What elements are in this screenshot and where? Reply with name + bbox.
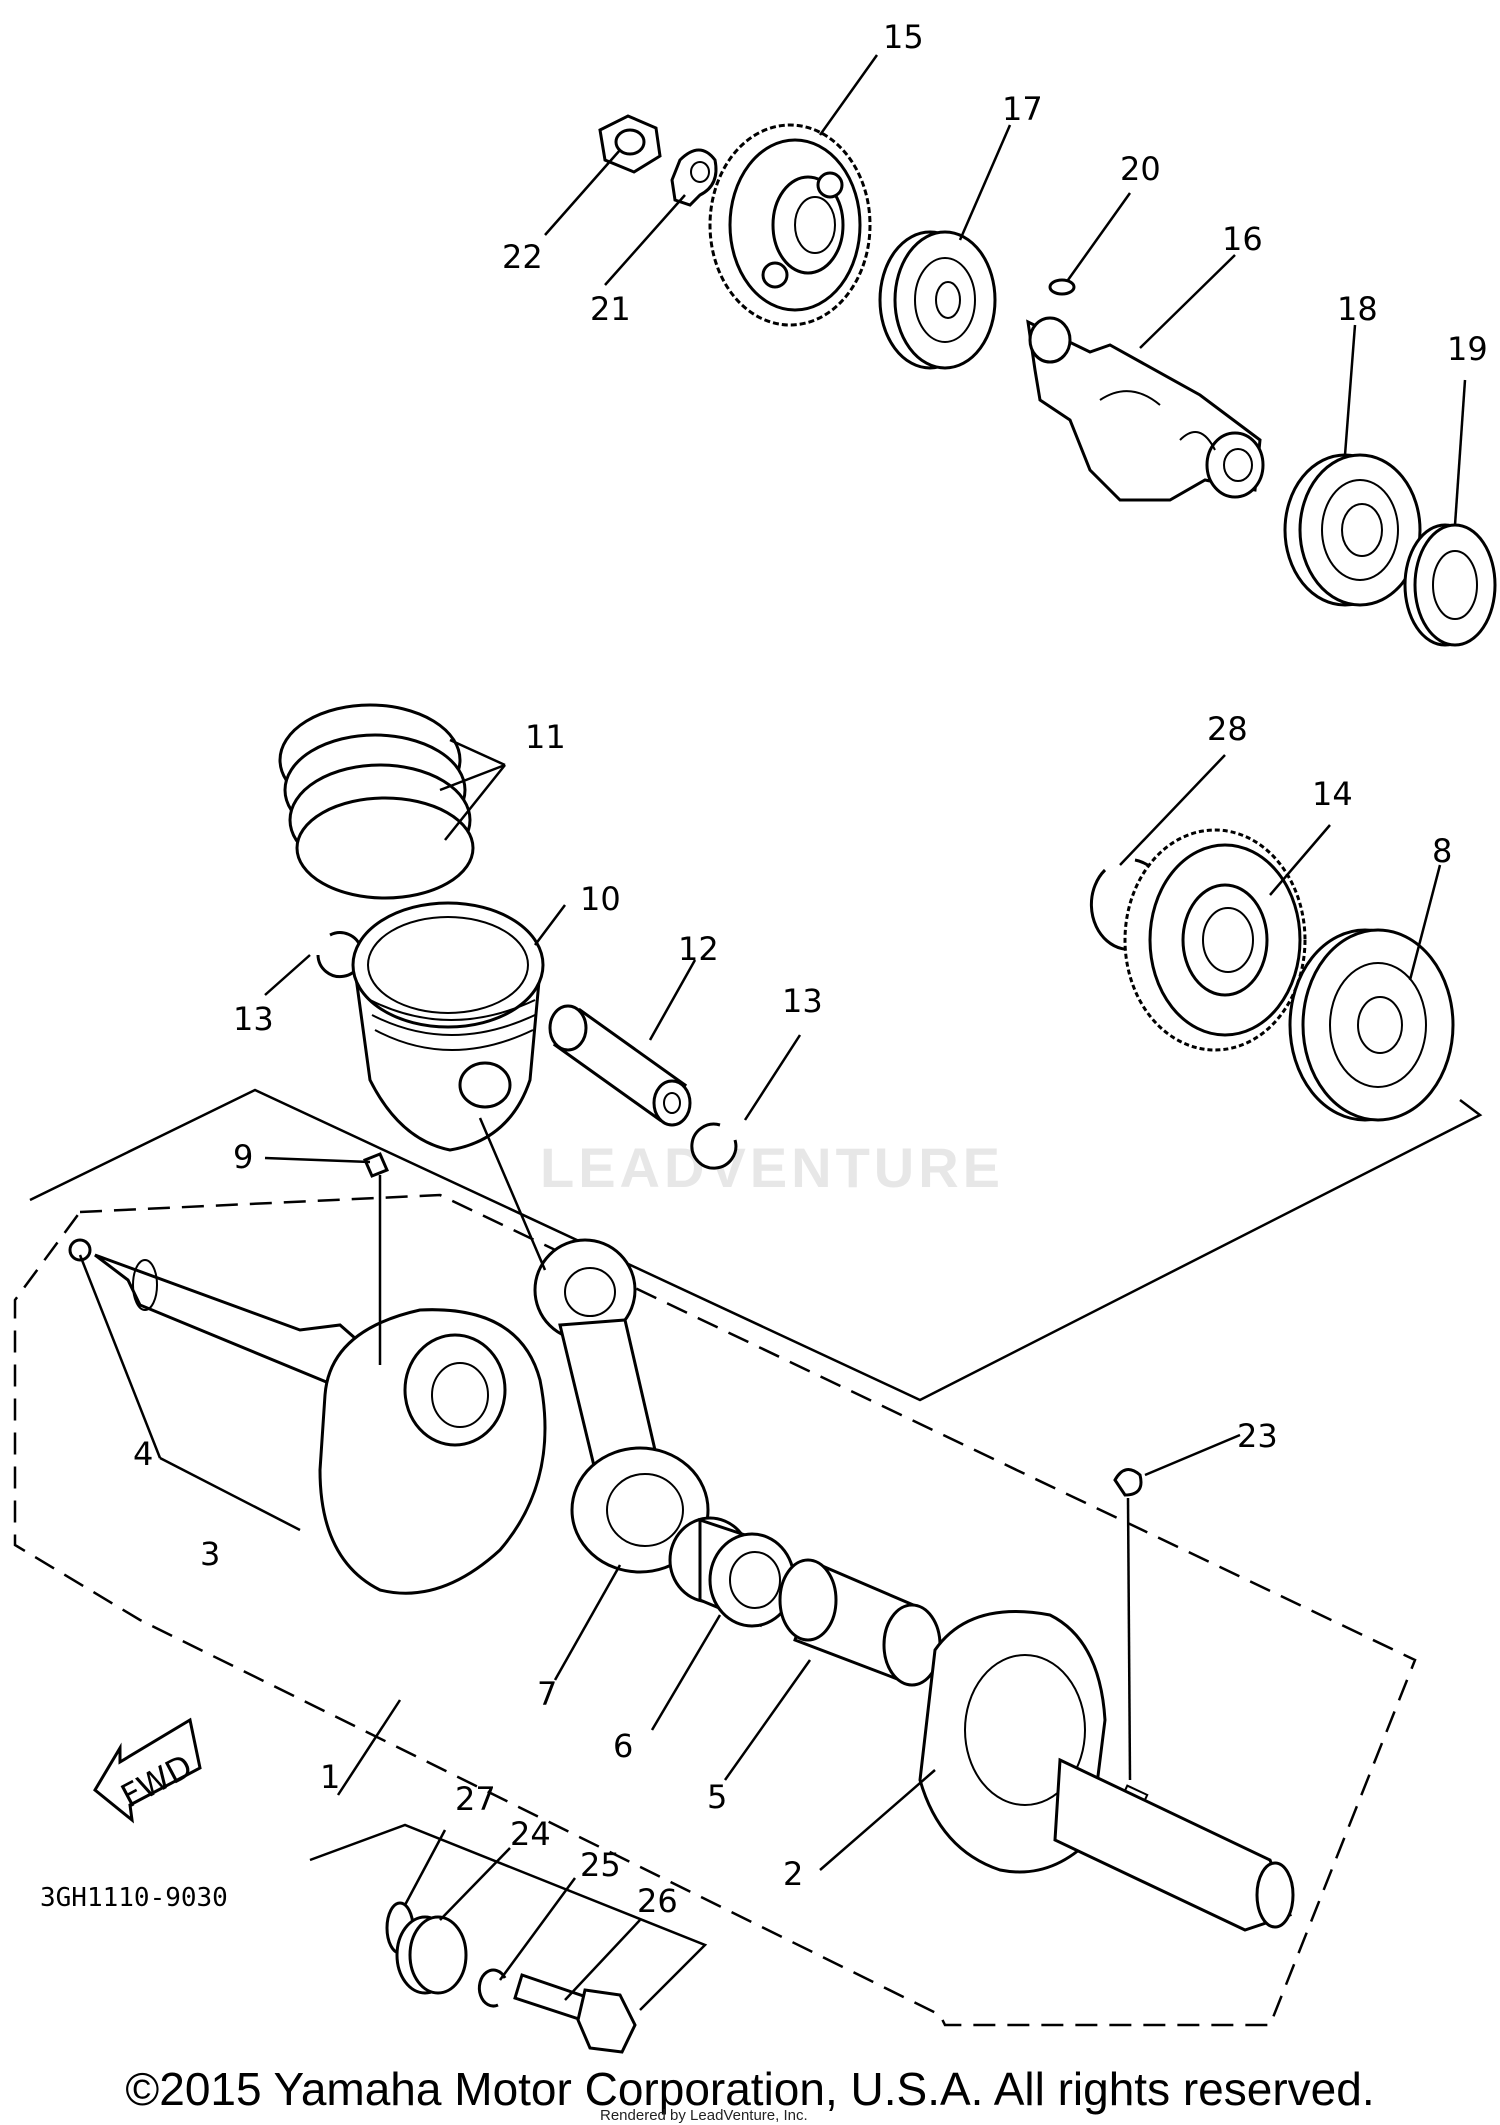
leader-lines <box>78 54 1467 2001</box>
callout-26: 26 <box>637 1882 678 1920</box>
part-23-woodruff-key <box>1113 1468 1143 1497</box>
callout-25: 25 <box>580 1846 621 1884</box>
callout-6: 6 <box>613 1727 633 1765</box>
part-13-piston-pin-clip <box>690 1122 738 1170</box>
callout-5: 5 <box>707 1778 727 1816</box>
part-11-piston-rings <box>278 703 475 900</box>
callout-13-left: 13 <box>233 1000 274 1038</box>
callout-10: 10 <box>580 880 621 918</box>
callout-24: 24 <box>510 1815 551 1853</box>
part-12-piston-pin <box>548 1004 692 1127</box>
part-20-woodruff-key <box>1048 278 1076 296</box>
callout-19: 19 <box>1447 330 1488 368</box>
part-7-connecting-rod <box>533 1238 710 1574</box>
part-19-oil-seal <box>1403 523 1497 647</box>
callout-21: 21 <box>590 290 631 328</box>
callout-20: 20 <box>1120 150 1161 188</box>
copyright-notice: ©2015 Yamaha Motor Corporation, U.S.A. A… <box>125 2063 1375 2115</box>
part-22-nut <box>598 114 662 174</box>
part-25-lock-washer <box>477 1968 507 2008</box>
part-21-lock-washer <box>670 148 718 207</box>
crank-assembly-bracket <box>29 1088 1483 1402</box>
callout-3: 3 <box>200 1535 220 1573</box>
callout-23: 23 <box>1237 1417 1278 1455</box>
callout-16: 16 <box>1222 220 1263 258</box>
callout-1: 1 <box>320 1758 340 1796</box>
callout-7: 7 <box>537 1675 557 1713</box>
part-26-bolt <box>513 1973 637 2054</box>
part-8-bearing <box>1288 928 1455 1122</box>
part-18-bearing <box>1283 453 1422 607</box>
callout-4: 4 <box>133 1435 153 1473</box>
rendered-by-credit: Rendered by LeadVenture, Inc. <box>600 2107 808 2124</box>
watermark-text: LEADVENTURE <box>540 1136 1005 1199</box>
part-4-plug <box>68 1238 92 1262</box>
crank-assembly-dashed-outline <box>13 1193 1417 2027</box>
part-10-piston <box>351 901 545 1152</box>
callout-numbers: 1 2 3 4 5 6 7 8 9 10 11 12 13 13 14 15 1… <box>133 18 1488 1920</box>
forward-direction-arrow: FWD <box>93 1717 202 1824</box>
part-9-woodruff-key <box>363 1152 389 1178</box>
part-3-crank-left <box>94 1253 547 1595</box>
part-16-balancer-shaft <box>1026 316 1265 502</box>
callout-15: 15 <box>883 18 924 56</box>
callout-22: 22 <box>502 238 543 276</box>
part-24-washer <box>395 1915 468 1995</box>
callout-13-right: 13 <box>782 982 823 1020</box>
part-17-bearing <box>878 230 997 370</box>
part-14-primary-drive-gear <box>1123 828 1307 1052</box>
callout-12: 12 <box>678 930 719 968</box>
callout-28: 28 <box>1207 710 1248 748</box>
bolt-group-bracket <box>309 1823 708 2011</box>
drawing-code: 3GH1110-9030 <box>40 1883 228 1913</box>
part-5-crank-pin <box>778 1558 942 1687</box>
callout-11: 11 <box>525 718 566 756</box>
callout-17: 17 <box>1002 90 1043 128</box>
part-15-balancer-gear <box>708 123 872 327</box>
callout-14: 14 <box>1312 775 1353 813</box>
callout-2: 2 <box>783 1855 803 1893</box>
callout-9: 9 <box>233 1138 253 1176</box>
part-6-needle-bearing <box>668 1516 796 1628</box>
callout-18: 18 <box>1337 290 1378 328</box>
part-2-crank-right <box>918 1610 1295 1932</box>
callout-8: 8 <box>1432 832 1452 870</box>
callout-27: 27 <box>455 1780 496 1818</box>
